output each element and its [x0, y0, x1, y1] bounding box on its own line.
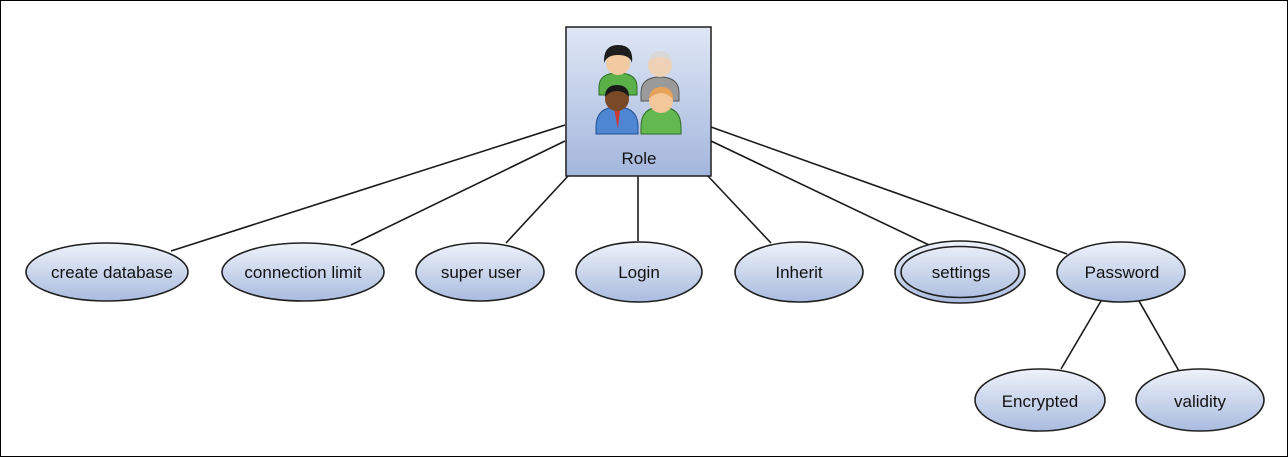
attribute-super-user[interactable]: super user	[415, 242, 545, 302]
edge-role-create-database	[170, 124, 566, 252]
people-group-icon	[595, 45, 682, 135]
role-entity[interactable]: Role	[565, 26, 712, 177]
edge-role-password	[710, 126, 1068, 255]
edge-role-inherit	[706, 174, 772, 244]
attribute-label: settings	[932, 263, 991, 282]
edge-role-connection-limit	[350, 140, 566, 246]
edge-password-validity	[1138, 300, 1180, 372]
attribute-login[interactable]: Login	[575, 241, 703, 303]
edge-role-settings	[710, 140, 930, 246]
attribute-label: Password	[1085, 263, 1160, 282]
attribute-password[interactable]: Password	[1056, 241, 1186, 303]
attribute-connection-limit[interactable]: connection limit	[221, 242, 385, 302]
attribute-label: super user	[441, 263, 522, 282]
role-label: Role	[622, 149, 657, 168]
attribute-label: validity	[1174, 392, 1226, 411]
edges	[170, 124, 1180, 372]
attribute-inherit[interactable]: Inherit	[734, 241, 864, 303]
attribute-validity[interactable]: validity	[1135, 368, 1265, 432]
edge-role-super-user	[505, 174, 570, 244]
edge-password-encrypted	[1060, 300, 1102, 370]
attribute-label: Encrypted	[1002, 392, 1079, 411]
attribute-label: connection limit	[244, 263, 361, 282]
attribute-label: Login	[618, 263, 660, 282]
attribute-label: Inherit	[775, 263, 823, 282]
attribute-settings-multivalued[interactable]: settings	[894, 240, 1026, 304]
attribute-create-database[interactable]: create database	[25, 242, 189, 302]
attribute-encrypted[interactable]: Encrypted	[974, 368, 1106, 432]
attribute-label: create database	[51, 263, 173, 282]
